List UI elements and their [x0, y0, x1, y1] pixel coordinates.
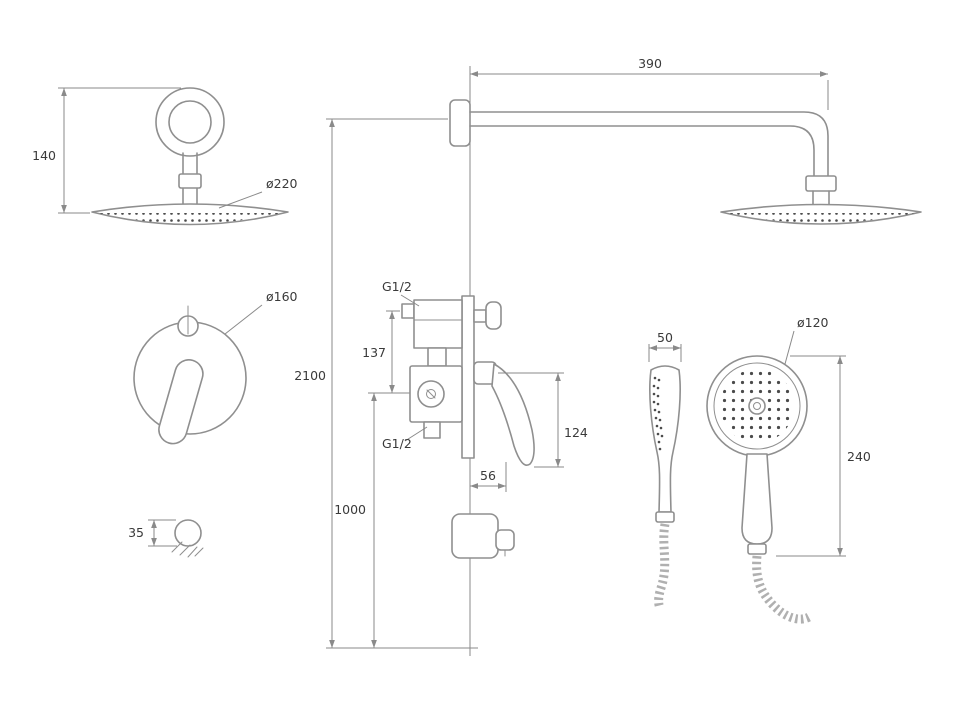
label-plate-diameter: ø160: [224, 289, 298, 335]
mixer-handle-blade: [491, 363, 535, 466]
label-head-diameter: ø220: [218, 176, 298, 209]
dia-220-label: ø220: [266, 176, 298, 191]
dim-outlet-height: 35: [128, 519, 177, 547]
overhead-shower-side-view: [91, 87, 289, 226]
arm-connector-nut: [805, 175, 837, 192]
hose-fitting: [655, 511, 675, 523]
dim-240-label: 240: [847, 449, 871, 464]
diverter-knob: [485, 301, 502, 330]
label-thread-bottom: G1/2: [382, 426, 428, 451]
mixer-front-view: [133, 305, 247, 445]
spray-face-dots: [727, 213, 915, 223]
dim-handle-span: 124: [498, 372, 588, 468]
dim-overhead-height: 140: [32, 87, 181, 214]
dim-35-label: 35: [128, 525, 144, 540]
spray-face-dots: [98, 213, 282, 224]
outlet-spout: [495, 529, 515, 551]
dim-total-height: 2100: [294, 118, 478, 649]
dim-137-label: 137: [362, 345, 386, 360]
dim-handshower-length: 240: [776, 355, 871, 557]
wall-flange: [449, 99, 471, 147]
dim-valve-span: 137: [362, 310, 400, 393]
dim-handshower-width: 50: [648, 330, 682, 362]
dim-2100-label: 2100: [294, 368, 326, 383]
dia-120-label: ø120: [797, 315, 829, 330]
g12-bottom-label: G1/2: [382, 436, 412, 451]
dim-50-label: 50: [657, 330, 673, 345]
dim-140-label: 140: [32, 148, 56, 163]
dia-160-label: ø160: [266, 289, 298, 304]
handshower-side-view: [649, 365, 681, 611]
dim-390-label: 390: [638, 56, 662, 71]
handshower-front-view: [706, 355, 812, 624]
shower-hose: [654, 523, 670, 611]
outlet-front-view: [171, 519, 204, 558]
top-inlet-port: [401, 303, 415, 319]
dim-outlet-height-from-floor: 1000: [334, 392, 414, 648]
label-handshower-diameter: ø120: [784, 315, 829, 365]
mixer-lever-handle: [158, 359, 204, 445]
dim-56-label: 56: [480, 468, 496, 483]
dim-arm-length: 390: [470, 56, 829, 110]
hose-fitting: [747, 543, 767, 555]
g12-top-label: G1/2: [382, 279, 412, 294]
dim-124-label: 124: [564, 425, 588, 440]
handshower-handle: [741, 453, 773, 545]
mixer-side-view: [401, 295, 535, 466]
shower-arm-assembly: [449, 99, 922, 225]
mixer-wall-plate: [461, 295, 475, 459]
dim-1000-label: 1000: [334, 502, 366, 517]
label-thread-top: G1/2: [382, 279, 420, 307]
bottom-outlet-port: [423, 421, 441, 439]
water-outlet-elbow: [451, 513, 515, 559]
upper-valve-body: [413, 299, 463, 349]
shower-hose: [752, 555, 812, 624]
dim-valve-depth: 56: [470, 462, 507, 492]
